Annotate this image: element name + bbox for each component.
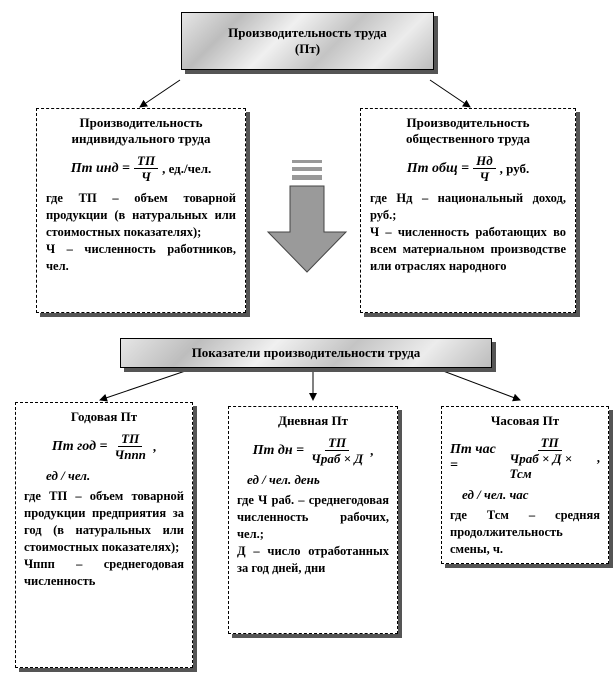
individual-desc-2: Ч – численность работников, чел.: [46, 242, 236, 273]
individual-title-2: индивидуального труда: [71, 131, 211, 146]
individual-numerator: ТП: [134, 153, 159, 169]
social-desc-1: где Нд – национальный доход, руб.;: [370, 191, 566, 222]
hourly-denominator: Чраб × Д × Тсм: [509, 451, 573, 481]
indicators-box: Показатели производительности труда: [120, 338, 492, 368]
annual-desc-2: Чппп – среднегодовая численность: [24, 557, 184, 588]
daily-denominator: Чраб × Д: [311, 451, 364, 466]
individual-formula-lhs: Пт инд =: [70, 160, 130, 176]
social-desc-2: Ч – численность работающих во всем матер…: [370, 225, 566, 273]
social-numerator: Нд: [473, 153, 496, 169]
social-title-1: Производительность: [406, 115, 530, 130]
daily-title: Дневная Пт: [278, 413, 348, 428]
social-denominator: Ч: [479, 169, 490, 184]
annual-denominator: Чппп: [114, 447, 146, 462]
big-down-arrow: [266, 160, 348, 273]
indicators-title: Показатели производительности труда: [191, 345, 421, 360]
arrow-to-annual: [99, 365, 201, 402]
hourly-numerator: ТП: [537, 435, 562, 451]
arrow-to-hourly: [429, 365, 521, 402]
individual-suffix: , ед./чел.: [162, 160, 212, 176]
productivity-abbr: (Пт): [294, 41, 321, 56]
annual-unit: ед / чел.: [46, 468, 91, 483]
hourly-unit: ед / чел. час: [462, 487, 529, 502]
social-formula-lhs: Пт общ =: [406, 160, 470, 176]
productivity-title: Производительность труда: [228, 25, 387, 40]
daily-desc-2: Д – число отработанных за год дней, дни: [237, 544, 389, 575]
arrow-to-social: [429, 79, 471, 108]
individual-title-1: Производительность: [79, 115, 203, 130]
annual-numerator: ТП: [118, 431, 143, 447]
individual-desc-1: где ТП – объем товарной продукции (в нат…: [46, 191, 236, 239]
daily-formula-lhs: Пт дн =: [252, 442, 305, 458]
hourly-title: Часовая Пт: [490, 413, 560, 428]
social-labor-box: Производительность общественного труда П…: [360, 108, 576, 313]
hourly-formula-lhs: Пт час =: [450, 442, 496, 473]
social-title-2: общественного труда: [405, 131, 531, 146]
social-suffix: , руб.: [499, 160, 530, 176]
annual-formula-lhs: Пт год =: [51, 438, 108, 454]
annual-title: Годовая Пт: [70, 409, 138, 424]
annual-desc-1: где ТП – объем товарной продукции предпр…: [24, 489, 184, 554]
individual-denominator: Ч: [141, 169, 151, 184]
daily-unit: ед / чел. день: [247, 472, 320, 487]
arrow-to-individual: [139, 79, 181, 108]
daily-desc-1: где Ч раб. – среднегодовая численность р…: [237, 493, 389, 541]
individual-labor-box: Производительность индивидуального труда…: [36, 108, 246, 313]
productivity-box: Производительность труда (Пт): [181, 12, 434, 70]
daily-numerator: ТП: [325, 435, 350, 451]
hourly-desc-1: где Тсм – средняя продолжительность смен…: [450, 508, 600, 556]
